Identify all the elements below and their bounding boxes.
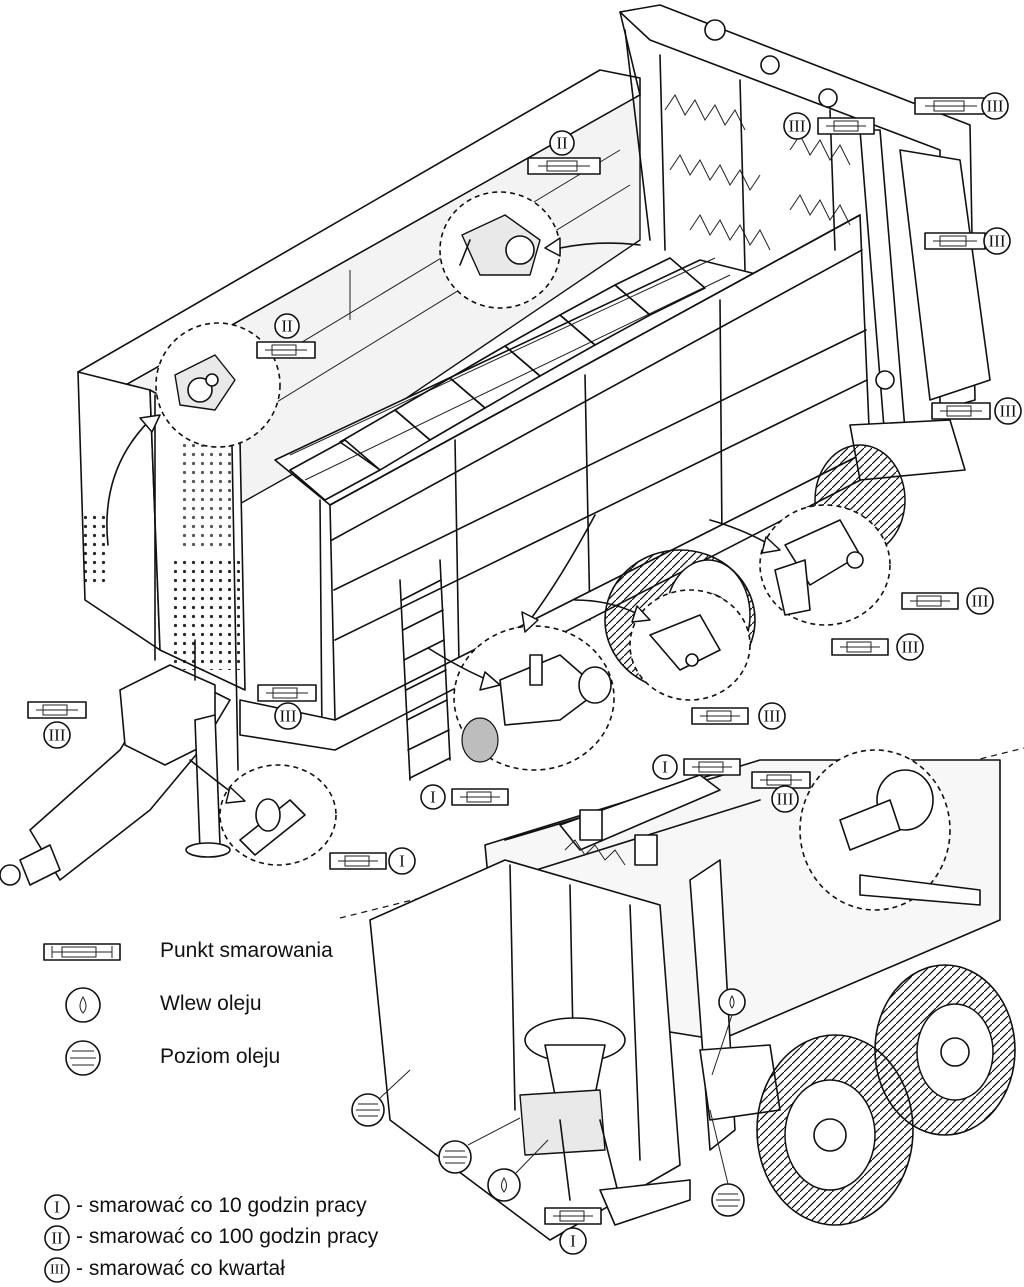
callout-i-rear-top: I — [652, 754, 741, 780]
detail-arrows — [106, 237, 876, 976]
legend-grease-point-label: Punkt smarowania — [160, 939, 333, 962]
svg-text:III: III — [1000, 402, 1017, 421]
oil-level-icon — [65, 1040, 101, 1076]
grease-callouts: II III III III II — [27, 92, 1022, 1255]
callout-iii-axle-right: III — [901, 587, 994, 615]
access-ladder — [399, 559, 451, 781]
svg-text:I: I — [399, 852, 405, 871]
svg-text:I: I — [570, 1232, 576, 1251]
callout-iii-axle-left: III — [691, 702, 786, 730]
callout-iii-drawbar-left: III — [27, 701, 87, 749]
interval-ii-text: - smarować co 100 godzin pracy — [76, 1225, 379, 1248]
svg-text:I: I — [430, 788, 436, 807]
callout-ii-top: II — [527, 130, 601, 175]
svg-text:III: III — [49, 726, 66, 745]
callout-iii-axle-mid: III — [831, 633, 924, 661]
detail-circle-front-shaft — [155, 322, 281, 448]
drawbar — [0, 639, 231, 886]
detail-circle-top-conveyor-shaft — [439, 191, 561, 309]
callout-ii-front: II — [256, 313, 316, 359]
detail-circle-axle-left — [629, 589, 751, 701]
callout-iii-beater: III — [783, 112, 875, 140]
interval-symbols: I II III — [44, 1194, 70, 1283]
svg-text:III: III — [50, 1263, 64, 1278]
svg-text:III: III — [777, 790, 794, 809]
oil-symbols-rear — [351, 988, 746, 1217]
detail-circle-axle-right — [759, 504, 891, 626]
svg-text:II: II — [281, 317, 293, 336]
svg-text:III: III — [972, 592, 989, 611]
oil-filler-icon — [65, 987, 101, 1023]
callout-iii-right-mid: III — [931, 397, 1022, 425]
rear-detail-view — [339, 747, 1024, 1241]
callout-i-gearbox: I — [420, 784, 509, 810]
detail-circle-jack-shaft — [219, 764, 337, 866]
svg-text:III: III — [987, 97, 1004, 116]
callout-iii-rear-top: III — [751, 771, 811, 813]
svg-text:III: III — [789, 117, 806, 136]
svg-text:II: II — [556, 134, 568, 153]
svg-text:I: I — [662, 758, 668, 777]
callout-iii-right-upper: III — [924, 227, 1011, 255]
legend-oil-level-label: Poziom oleju — [160, 1045, 281, 1068]
detail-circle-gearbox — [453, 625, 615, 771]
callout-i-rear-bottom: I — [544, 1207, 602, 1255]
svg-text:II: II — [51, 1229, 63, 1248]
floor-conveyor-slats — [289, 257, 731, 501]
grease-point-icon — [43, 943, 121, 961]
svg-text:III: III — [764, 707, 781, 726]
legend-oil-filler-label: Wlew oleju — [160, 992, 262, 1015]
callout-iii-top-right: III — [914, 92, 1009, 120]
legend-icons — [43, 943, 121, 1076]
interval-i-text: - smarować co 10 godzin pracy — [76, 1194, 367, 1217]
svg-text:III: III — [280, 707, 297, 726]
interval-iii-text: - smarować co kwartał — [76, 1257, 285, 1280]
svg-text:III: III — [902, 638, 919, 657]
svg-text:III: III — [989, 232, 1006, 251]
callout-i-jack: I — [329, 847, 416, 875]
svg-text:I: I — [54, 1198, 60, 1217]
trailer-body-upper — [77, 69, 881, 781]
callout-iii-drawbar-right: III — [257, 684, 317, 730]
